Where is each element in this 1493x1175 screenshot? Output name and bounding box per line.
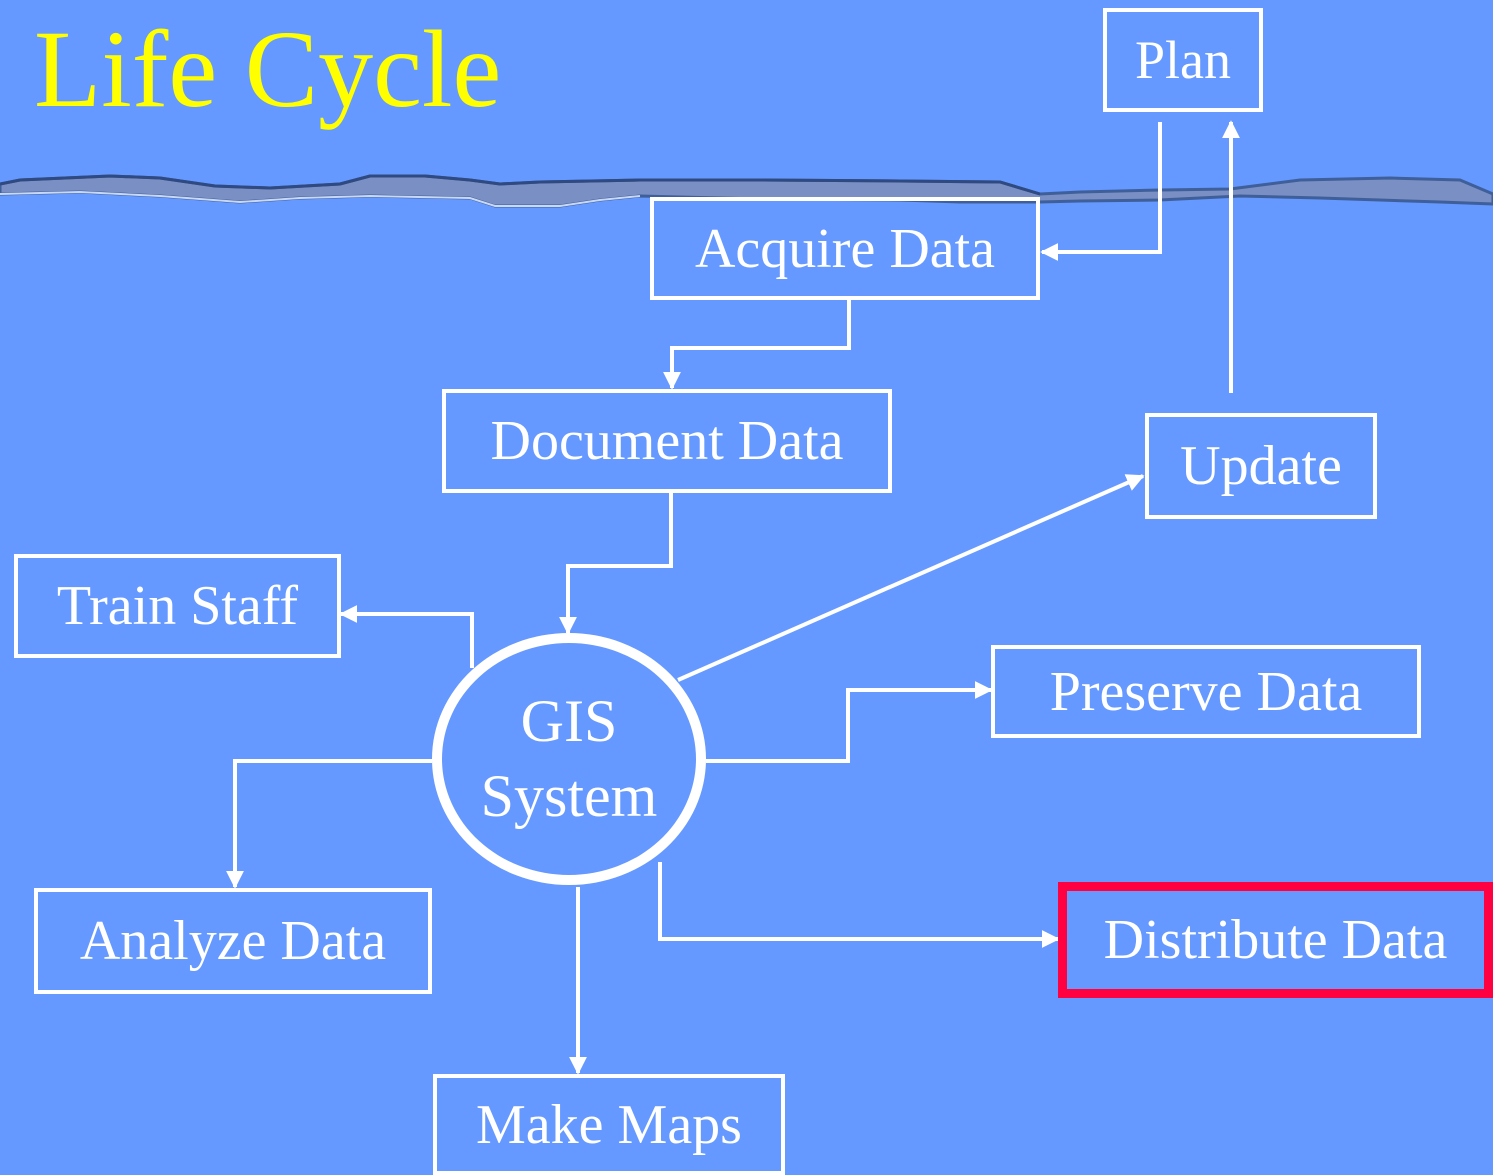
node-train-staff-label: Train Staff: [56, 575, 299, 637]
node-train-staff: Train Staff: [14, 554, 341, 658]
connector-gis-to-distribute: [658, 862, 1060, 948]
node-preserve-data-label: Preserve Data: [1049, 660, 1363, 723]
node-update-label: Update: [1180, 435, 1342, 497]
gis-system-hub: GIS System: [432, 633, 706, 885]
node-update: Update: [1145, 413, 1377, 519]
hub-label-line2: System: [480, 763, 658, 829]
node-make-maps: Make Maps: [433, 1074, 785, 1175]
node-distribute-data-label: Distribute Data: [1103, 909, 1448, 971]
slide-title: Life Cycle: [34, 8, 502, 130]
node-make-maps-label: Make Maps: [476, 1093, 742, 1156]
node-acquire-data: Acquire Data: [650, 197, 1040, 300]
node-analyze-data: Analyze Data: [34, 888, 432, 994]
node-document-data: Document Data: [442, 389, 892, 493]
node-preserve-data: Preserve Data: [991, 645, 1421, 738]
node-plan-label: Plan: [1134, 30, 1231, 90]
node-document-data-label: Document Data: [490, 410, 844, 472]
node-acquire-data-label: Acquire Data: [694, 217, 996, 280]
connector-gis-to-preserve: [706, 681, 993, 763]
connector-gis-to-update: [677, 474, 1145, 682]
horizon-decoration: [0, 174, 1493, 208]
connector-document-to-gis: [559, 493, 673, 635]
connector-gis-to-train-staff: [339, 605, 474, 668]
node-plan: Plan: [1103, 8, 1263, 112]
node-analyze-data-label: Analyze Data: [79, 910, 387, 972]
connector-gis-to-analyze: [226, 759, 432, 889]
node-distribute-data: Distribute Data: [1058, 882, 1493, 998]
hub-label-line1: GIS: [520, 688, 618, 754]
connector-acquire-to-document: [663, 300, 851, 390]
connector-plan-to-acquire: [1040, 122, 1162, 261]
